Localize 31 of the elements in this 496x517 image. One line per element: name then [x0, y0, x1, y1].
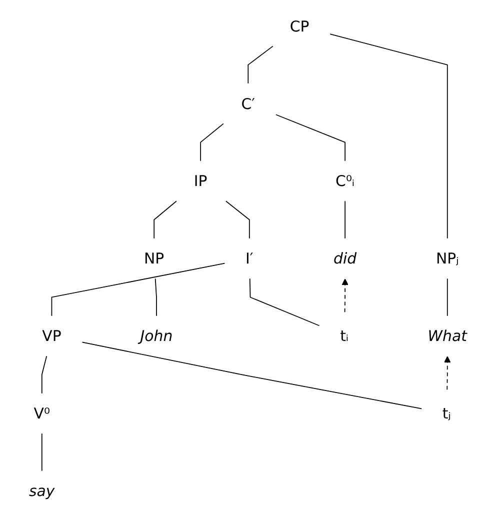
connector	[330, 34, 448, 239]
connector	[154, 278, 157, 316]
node-text: did	[334, 250, 357, 268]
node-text: V⁰	[34, 404, 50, 422]
connector	[51, 262, 226, 316]
connector	[200, 123, 224, 162]
connector	[446, 278, 448, 316]
connector	[249, 278, 320, 326]
node-text: say	[29, 482, 55, 500]
connector	[41, 433, 42, 472]
node-text: I′	[246, 250, 254, 268]
node-text: What	[428, 327, 467, 345]
node-text: John	[140, 327, 173, 345]
connector	[225, 200, 250, 239]
arrow	[444, 356, 451, 391]
connector	[344, 200, 346, 239]
node-text: tᵢ	[340, 327, 349, 345]
connector	[248, 46, 274, 84]
node-text: NP	[144, 250, 164, 268]
arrow	[342, 278, 348, 314]
connector	[275, 114, 346, 162]
node-text: NPⱼ	[436, 250, 459, 268]
node-text: tⱼ	[442, 404, 451, 422]
connector	[82, 342, 422, 410]
node-text: VP	[42, 327, 62, 345]
connector	[154, 200, 177, 239]
node-text: CP	[290, 17, 310, 36]
node-text: IP	[194, 172, 208, 190]
node-text: C⁰ᵢ	[336, 172, 355, 190]
node-text: C′	[241, 94, 256, 112]
connector	[41, 356, 48, 394]
